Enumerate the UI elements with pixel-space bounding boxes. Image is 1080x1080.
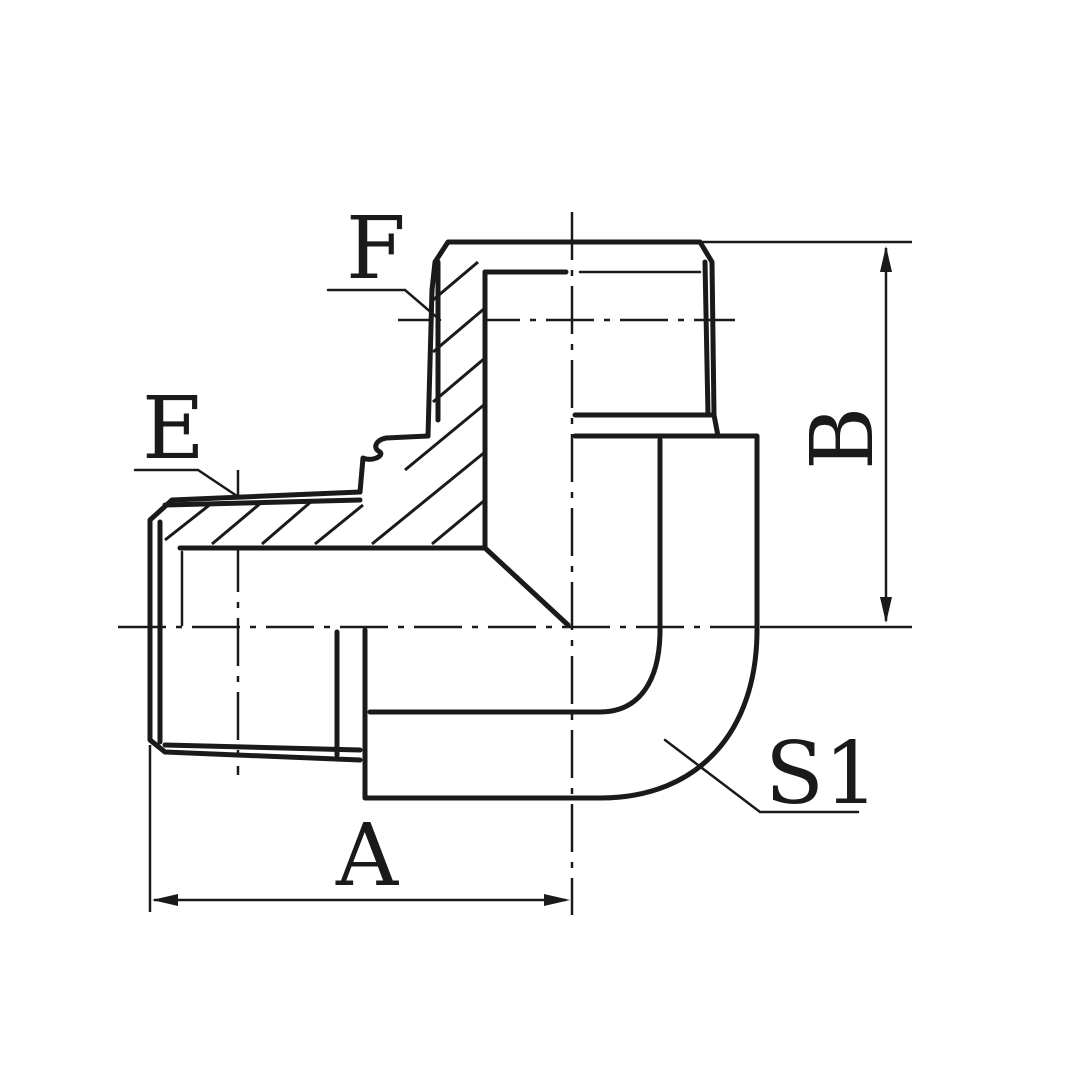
left-thread-root-bottom bbox=[162, 742, 363, 753]
b-arrow-top bbox=[880, 246, 892, 272]
center-lines bbox=[118, 212, 760, 915]
left-body-outline bbox=[362, 627, 603, 801]
fitting-outline bbox=[147, 239, 760, 801]
label-s1: S1 bbox=[765, 724, 879, 824]
top-outer-contour bbox=[425, 239, 760, 633]
dimension-a bbox=[148, 745, 570, 912]
top-bore-right-wall bbox=[702, 259, 711, 418]
drill-point-line bbox=[482, 545, 571, 628]
s1-leader bbox=[663, 738, 860, 814]
a-arrow-right bbox=[544, 894, 570, 906]
left-thread-root-top bbox=[162, 497, 363, 508]
e-leader bbox=[133, 468, 242, 500]
elbow-outer-curve bbox=[597, 627, 760, 801]
label-a: A bbox=[335, 806, 399, 906]
a-arrow-left bbox=[152, 894, 178, 906]
dimension-b bbox=[700, 240, 912, 629]
left-thread-top bbox=[147, 489, 363, 763]
hatched-section bbox=[160, 242, 486, 548]
b-arrow-bottom bbox=[880, 597, 892, 623]
elbow-inner-curve bbox=[597, 437, 663, 715]
label-e: E bbox=[142, 379, 205, 479]
leader-lines bbox=[133, 288, 860, 814]
f-leader bbox=[326, 288, 442, 322]
undercut-step bbox=[357, 433, 431, 495]
label-f: F bbox=[346, 199, 406, 299]
label-b: B bbox=[793, 407, 893, 470]
hatch-lines bbox=[164, 260, 486, 546]
section-fill bbox=[160, 242, 485, 548]
